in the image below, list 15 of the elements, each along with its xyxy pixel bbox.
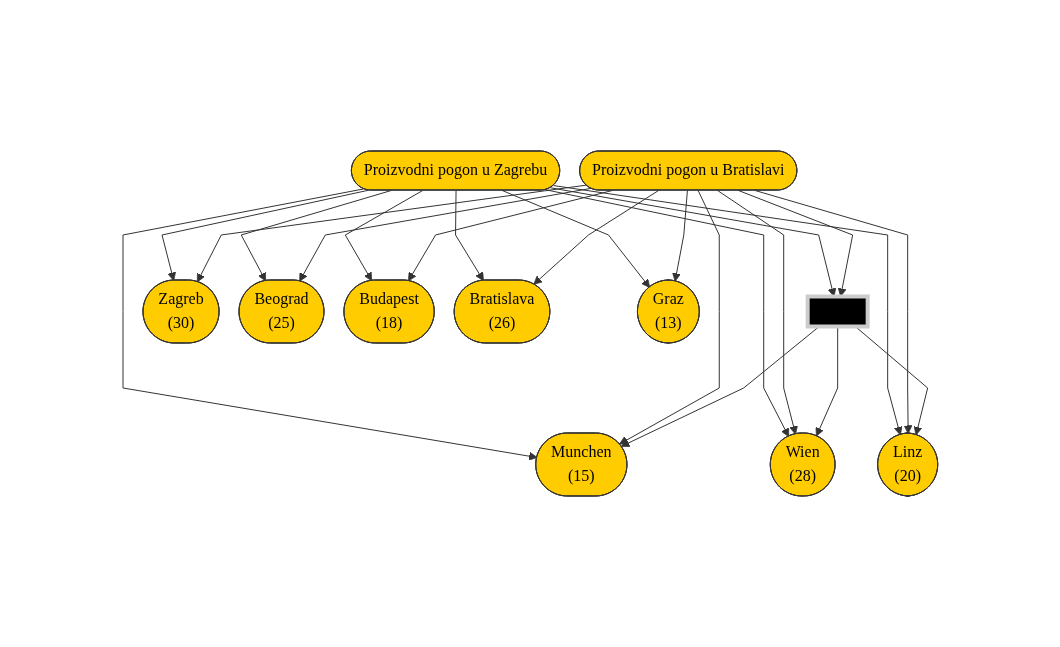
arrow xyxy=(454,190,484,282)
arrow xyxy=(196,184,587,283)
arrow xyxy=(344,190,423,282)
arrow xyxy=(620,326,820,447)
arrow xyxy=(533,190,659,285)
arrow xyxy=(618,190,720,445)
arrow xyxy=(549,187,836,297)
arrow xyxy=(716,190,798,435)
node-box xyxy=(805,294,870,329)
arrow xyxy=(298,187,591,282)
arrow xyxy=(122,188,538,461)
arrow xyxy=(815,326,838,437)
arrow xyxy=(552,185,903,436)
arrow xyxy=(161,189,369,281)
arrow xyxy=(671,190,688,282)
